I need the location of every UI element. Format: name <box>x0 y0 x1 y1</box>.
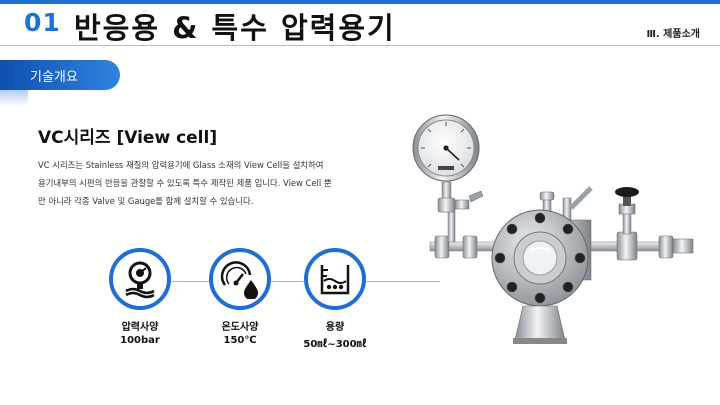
spec-capacity: 용량 50㎖~300㎖ <box>297 248 373 350</box>
description-line: VC 시리즈는 Stainless 재질의 압력용기에 Glass 소재의 Vi… <box>38 160 324 170</box>
pressure-gauge-icon <box>125 261 155 299</box>
spec-label: 온도사양 <box>221 322 259 333</box>
tab-shadow <box>0 90 28 106</box>
spec-circle <box>209 248 271 310</box>
tab-label: 기술개요 <box>30 69 78 85</box>
vessel-capacity-icon <box>320 265 350 295</box>
top-accent-line <box>0 0 720 4</box>
temperature-gauge-icon <box>220 261 258 299</box>
spec-value: 150℃ <box>223 335 257 346</box>
spec-label: 용량 <box>325 322 345 333</box>
description-line: 만 아니라 각종 Valve 및 Gauge를 함께 설치할 수 있습니다. <box>38 196 254 206</box>
spec-value: 100bar <box>120 335 160 346</box>
spec-circle <box>109 248 171 310</box>
spec-pressure: 압력사양 100bar <box>102 248 178 346</box>
view-cell-product-image <box>412 114 694 344</box>
breadcrumb: Ⅲ. 제품소개 <box>646 29 700 40</box>
spec-circle <box>304 248 366 310</box>
title-divider <box>0 45 720 46</box>
section-number: 01 <box>24 8 61 37</box>
spec-connector-line <box>130 281 440 282</box>
spec-temperature: 온도사양 150℃ <box>202 248 278 346</box>
spec-label: 압력사양 <box>121 322 159 333</box>
description-line: 용기내부의 시편의 반응을 관찰할 수 있도록 특수 제작된 제품 입니다. V… <box>38 178 332 188</box>
product-title: VC시리즈 [View cell] <box>38 128 218 148</box>
page-title: 반응용 & 특수 압력용기 <box>74 11 396 45</box>
tab-tech-overview: 기술개요 <box>0 60 120 90</box>
product-description: VC 시리즈는 Stainless 재질의 압력용기에 Glass 소재의 Vi… <box>38 156 398 210</box>
spec-value: 50㎖~300㎖ <box>303 339 367 350</box>
